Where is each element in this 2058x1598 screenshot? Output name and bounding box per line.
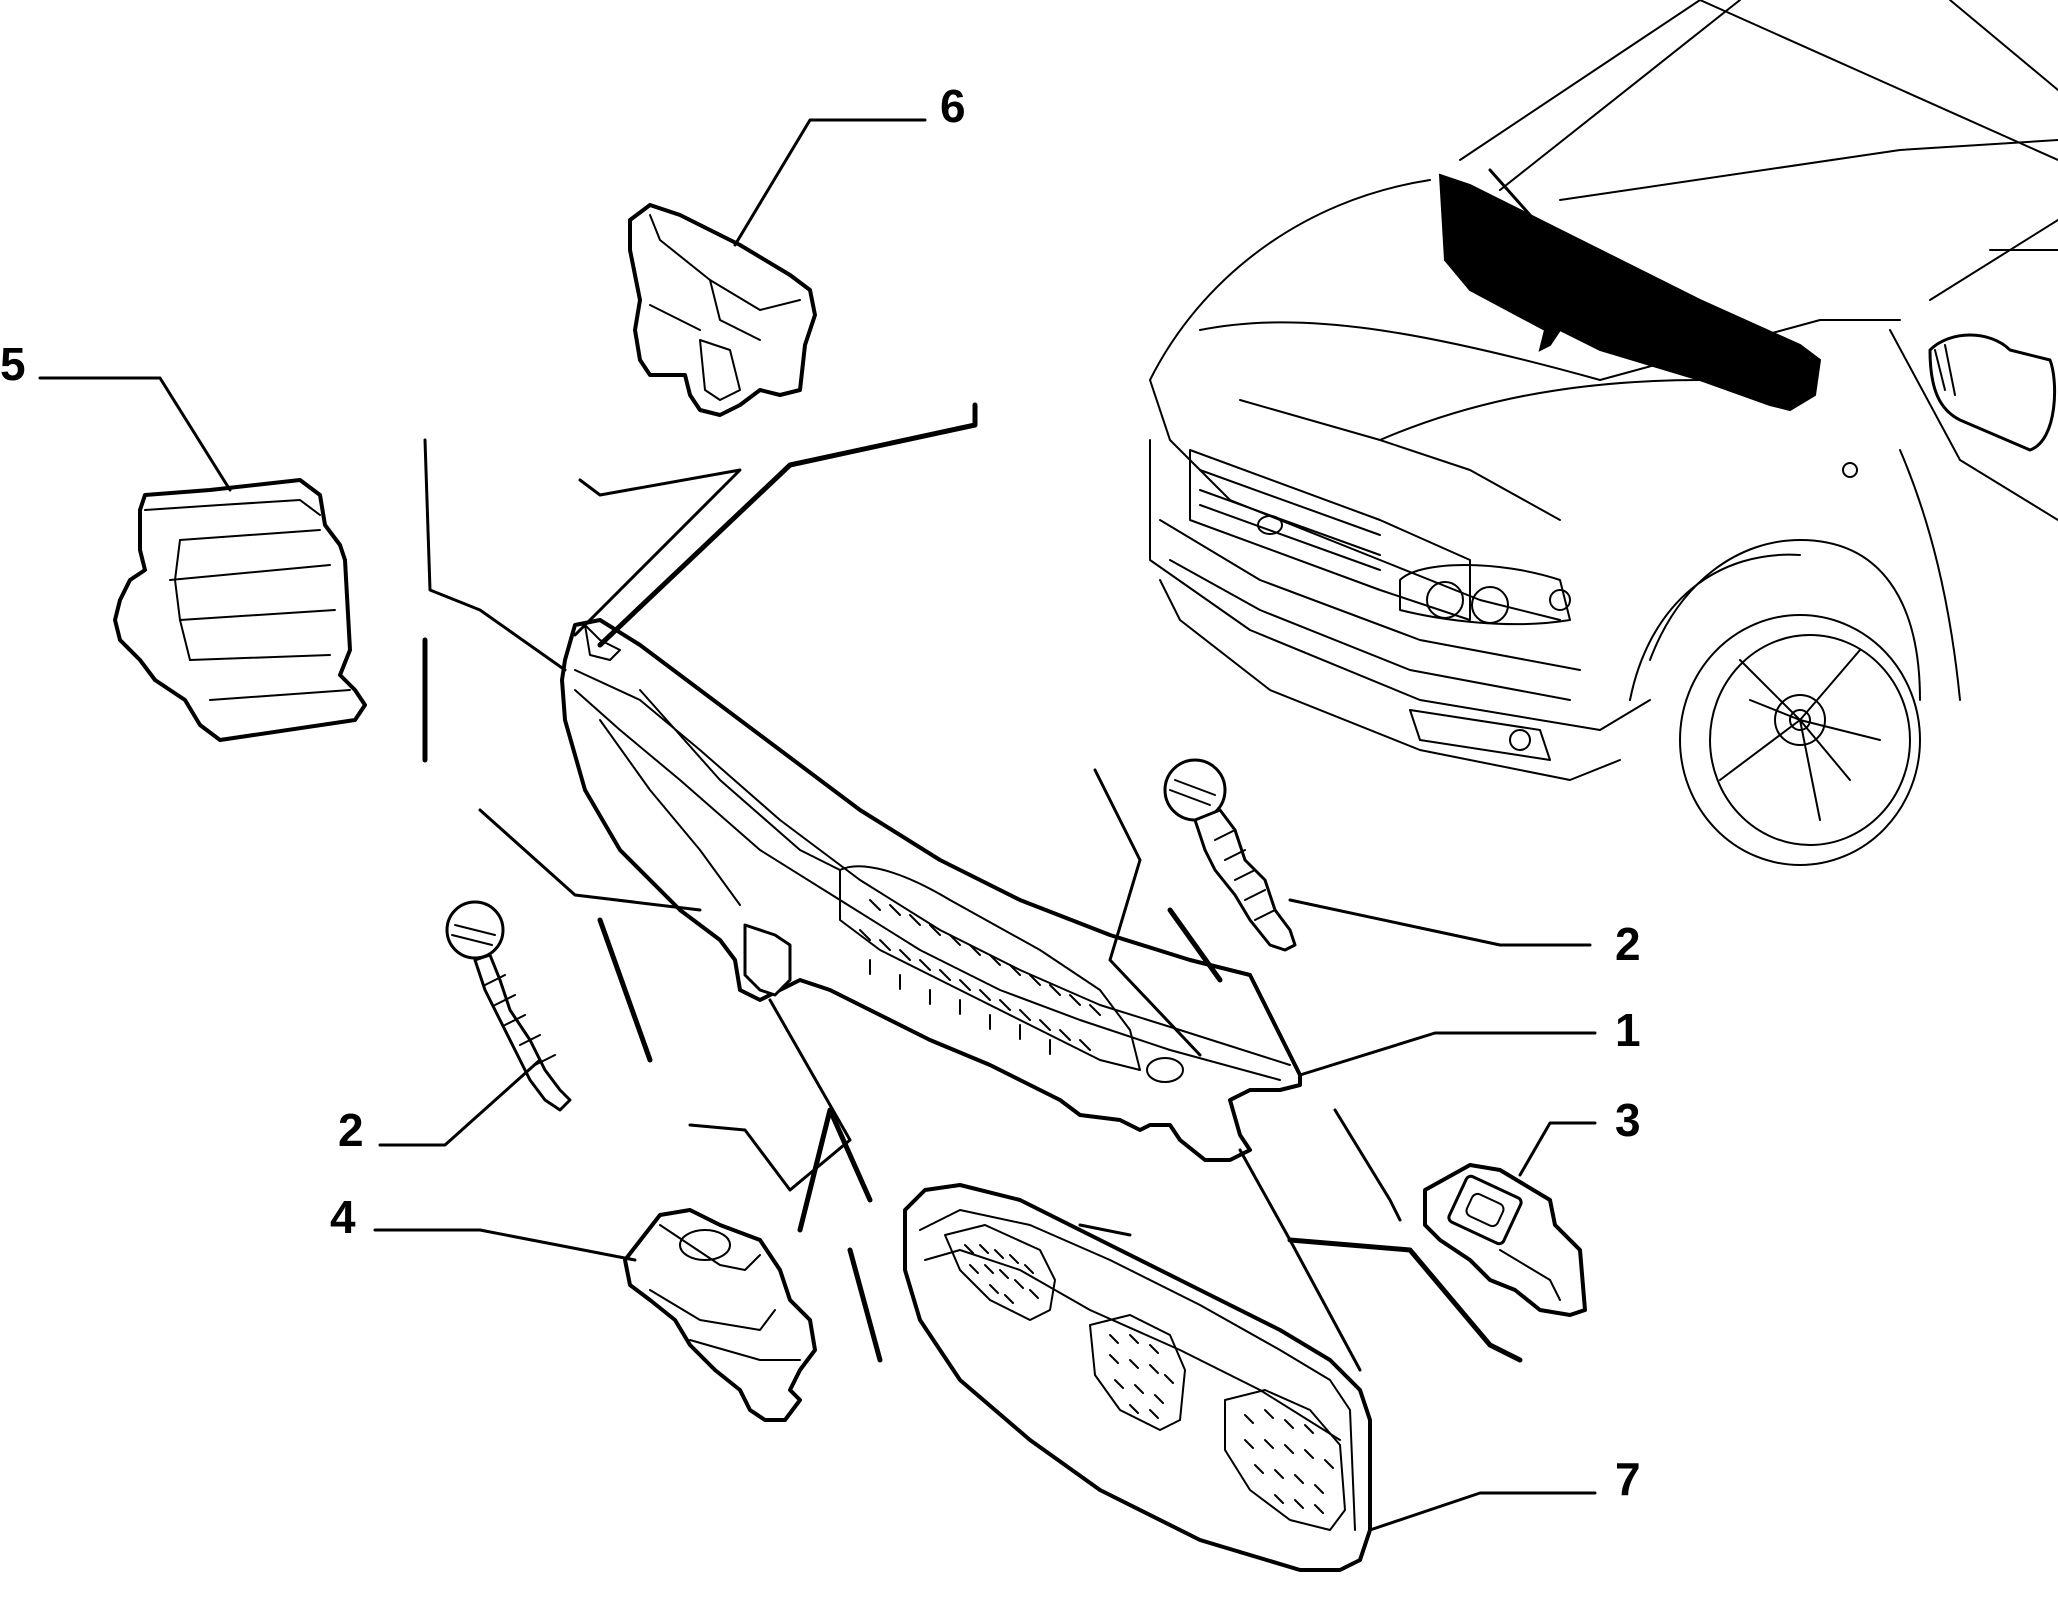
- callout-7: 7: [1615, 1453, 1641, 1505]
- leader-4: [373, 1228, 637, 1262]
- leader-5: [38, 376, 232, 492]
- grille-panel-part-7: [903, 1183, 1372, 1572]
- callout-5: 5: [0, 338, 26, 390]
- leader-3: [1518, 1121, 1597, 1177]
- screw-part-lower: [445, 900, 572, 1112]
- clip-part-4: [623, 1208, 817, 1422]
- callout-4: 4: [330, 1191, 356, 1243]
- leader-1: [1298, 1031, 1597, 1077]
- callout-3: 3: [1615, 1094, 1641, 1146]
- cowl-vent-marks: [859, 899, 1101, 1055]
- screw-part-upper: [1163, 758, 1297, 952]
- callout-2a: 2: [1615, 918, 1641, 970]
- clip-part-3: [1423, 1163, 1587, 1317]
- callout-2b: 2: [338, 1104, 364, 1156]
- bracket-part-5: [113, 478, 367, 742]
- callout-1: 1: [1615, 1004, 1641, 1056]
- leader-2a: [1288, 898, 1592, 947]
- callout-labels: 6 5 2 1 3 2 4 7: [0, 80, 1641, 1505]
- leader-7: [1368, 1491, 1597, 1532]
- callout-leaders: [38, 118, 1597, 1532]
- cowl-panel-part: [560, 618, 1302, 1162]
- callout-6: 6: [940, 80, 966, 132]
- grille-mesh-pattern: [964, 1244, 1334, 1514]
- leader-2b: [378, 1058, 542, 1147]
- leader-6: [733, 118, 927, 247]
- assembly-guide-lines: [422, 402, 1523, 1372]
- car-illustration: [1149, 0, 2058, 866]
- clip-part-6: [628, 203, 817, 417]
